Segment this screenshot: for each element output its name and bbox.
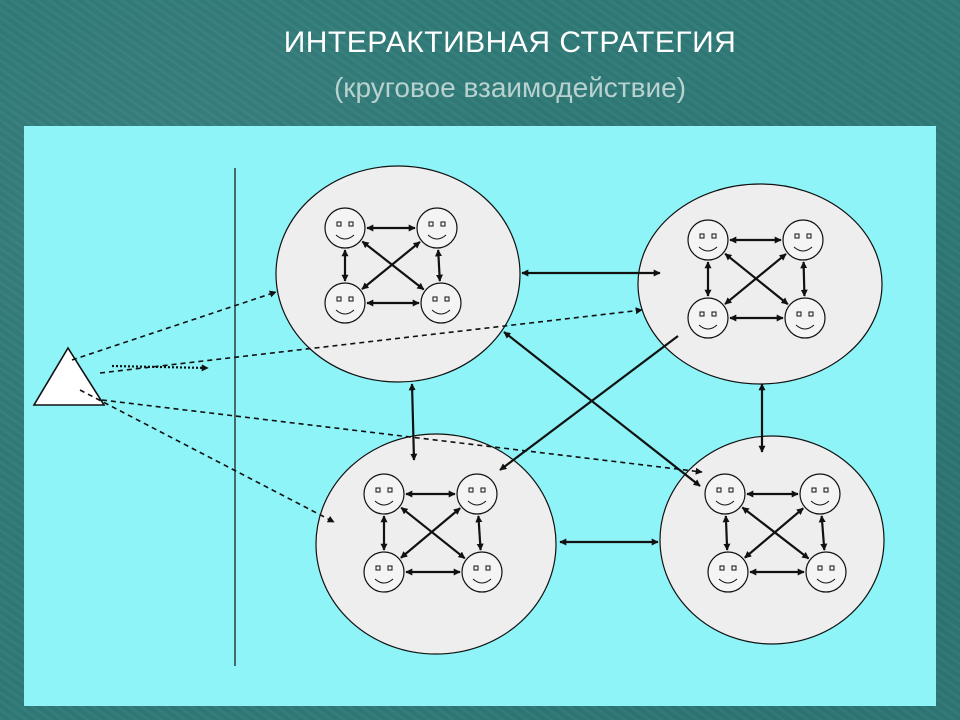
group-circle-top-right: [637, 183, 883, 385]
smiley-face-icon: [784, 297, 826, 339]
group-top-right-members: [687, 219, 826, 339]
smiley-face-icon: [687, 297, 729, 339]
triangle-icon: [32, 346, 106, 406]
arrow-top-left-bottom-left: [408, 383, 418, 461]
member-arrow: [361, 241, 421, 290]
group-bottom-right-members: [704, 473, 847, 593]
group-circle-bottom-left: [315, 433, 557, 655]
member-arrow: [475, 515, 484, 551]
smiley-face-icon: [799, 473, 841, 515]
arrow-top-left-bottom-right: [503, 331, 701, 487]
smiley-face-icon: [461, 551, 503, 593]
slide-title: ИНТЕРАКТИВНАЯ СТРАТЕГИЯ: [283, 26, 737, 59]
arrow-top-right-bottom-left: [499, 335, 679, 471]
smiley-face-icon: [805, 551, 847, 593]
member-arrow: [722, 515, 731, 551]
dotted-arrow-center: [111, 364, 209, 372]
interaction-diagram: [32, 165, 885, 666]
smiley-face-icon: [456, 473, 498, 515]
group-top-left-members: [324, 207, 462, 324]
group-bottom-left-members: [363, 473, 503, 593]
group-circle-top-left: [275, 165, 521, 383]
member-arrow: [744, 507, 804, 559]
member-arrow: [818, 515, 828, 551]
smiley-face-icon: [324, 282, 366, 324]
dashed-arrow-to-bottom-right: [101, 399, 703, 475]
dashed-arrow-to-top-right: [99, 307, 643, 374]
smiley-face-icon: [704, 473, 746, 515]
member-arrow: [435, 249, 443, 282]
dashed-arrow-to-bottom-left: [79, 389, 335, 523]
dashed-arrow-to-top-left: [71, 290, 277, 361]
smiley-face-icon: [324, 207, 366, 249]
smiley-face-icon: [363, 551, 405, 593]
smiley-face-icon: [416, 207, 458, 249]
smiley-face-icon: [782, 219, 824, 261]
smiley-face-icon: [420, 282, 462, 324]
member-arrow: [800, 261, 808, 297]
group-circle-bottom-right: [659, 435, 885, 645]
smiley-face-icon: [687, 219, 729, 261]
smiley-face-icon: [707, 551, 749, 593]
diagram-panel: [24, 126, 936, 706]
slide-subtitle: (круговое взаимодействие): [333, 72, 687, 103]
member-arrow: [724, 253, 787, 305]
smiley-face-icon: [363, 473, 405, 515]
member-arrow: [400, 507, 461, 559]
